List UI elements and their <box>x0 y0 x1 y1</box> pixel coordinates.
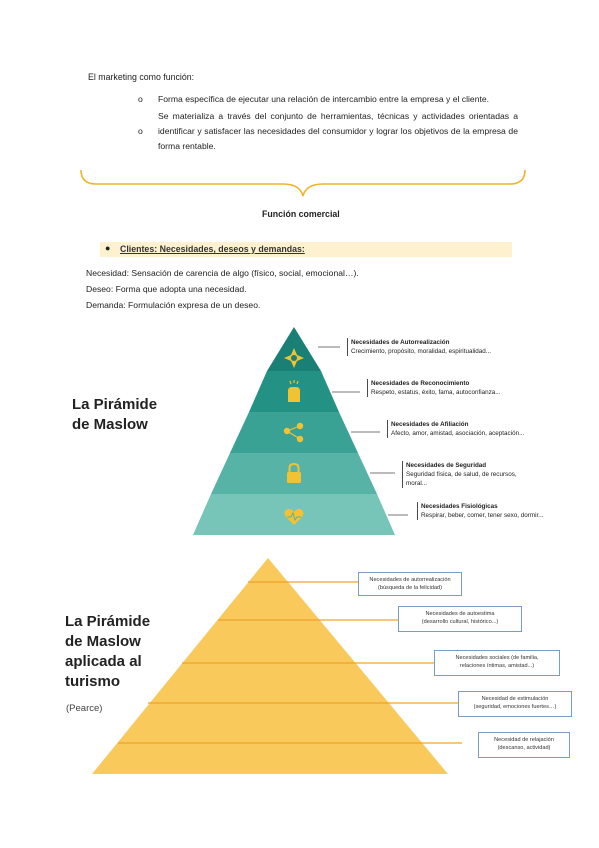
level-title: Necesidades de Seguridad <box>406 462 487 469</box>
brace-label: Función comercial <box>262 209 340 219</box>
tourism-title-line: turismo <box>65 673 121 690</box>
pyramid-level-3 <box>230 412 358 453</box>
tourism-level-box: Necesidades de autorrealización (búsqued… <box>358 572 462 596</box>
tourism-pyramid <box>92 558 462 774</box>
level-desc: Seguridad física, de salud, de recursos,… <box>406 471 517 487</box>
network-people-icon <box>283 422 304 443</box>
tourism-level-text: (desarrollo cultural, histórico...) <box>421 619 499 625</box>
star-compass-icon <box>284 348 304 368</box>
tourism-title-line: de Maslow <box>65 633 141 650</box>
level-label-self-actualization: Necesidades de Autorrealización Crecimie… <box>347 338 491 356</box>
tourism-level-text: Necesidades sociales (de familia, <box>455 655 539 661</box>
level-title: Necesidades de Afiliación <box>391 421 469 428</box>
level-label-physiological: Necesidades Fisiológicas Respirar, beber… <box>417 502 549 520</box>
maslow-title-line: de Maslow <box>72 416 148 433</box>
tourism-level-text: (descanso, actividad) <box>497 745 551 751</box>
definition-desire: Deseo: Forma que adopta una necesidad. <box>86 284 247 294</box>
tourism-level-text: (búsqueda de la felicidad) <box>377 585 443 591</box>
author-label: (Pearce) <box>66 703 103 714</box>
tourism-level-box: Necesidades sociales (de familia, relaci… <box>434 650 560 676</box>
level-title: Necesidades de Autorrealización <box>351 339 450 346</box>
tourism-pyramid-title: La Pirámide de Maslow aplicada al turism… <box>65 612 150 692</box>
level-desc: Afecto, amor, amistad, asociación, acept… <box>391 430 525 437</box>
tourism-level-text: relaciones íntimas, amistad...) <box>459 663 535 669</box>
tourism-level-text: Necesidades de autoestima <box>425 611 495 617</box>
bullet-marker: o <box>138 94 143 104</box>
tourism-level-text: Necesidades de autorrealización <box>369 577 451 583</box>
clients-heading-bar: ● Clientes: Necesidades, deseos y demand… <box>100 242 512 257</box>
maslow-title: La Pirámide de Maslow <box>72 395 157 435</box>
level-title: Necesidades Fisiológicas <box>421 503 498 510</box>
bullet-dot: ● <box>105 243 111 253</box>
tourism-level-box: Necesidad de estimulación (seguridad, em… <box>458 691 572 717</box>
definition-need: Necesidad: Sensación de carencia de algo… <box>86 268 359 278</box>
heart-pulse-icon <box>284 508 304 525</box>
level-label-security: Necesidades de Seguridad Seguridad físic… <box>402 461 536 488</box>
maslow-title-line: La Pirámide <box>72 396 158 413</box>
tourism-level-text: Necesidad de relajación <box>494 737 554 743</box>
tourism-title-line: La Pirámide <box>65 613 151 630</box>
level-desc: Respeto, estatus, éxito, fama, autoconfi… <box>371 389 501 396</box>
curly-brace <box>80 169 526 197</box>
padlock-icon <box>287 462 301 483</box>
tourism-title-line: aplicada al <box>65 653 142 670</box>
clapping-hands-icon <box>288 380 300 402</box>
level-title: Necesidades de Reconocimiento <box>371 380 470 387</box>
clients-heading: Clientes: Necesidades, deseos y demandas… <box>120 244 305 254</box>
bullet-list: o Forma específica de ejecutar una relac… <box>138 92 518 154</box>
bullet-item: Forma específica de ejecutar una relació… <box>158 94 490 104</box>
tourism-level-text: Necesidad de estimulación <box>481 696 549 702</box>
tourism-level-text: (seguridad, emociones fuertes…) <box>473 704 557 710</box>
intro-heading: El marketing como función: <box>88 72 195 82</box>
definition-demand: Demanda: Formulación expresa de un deseo… <box>86 300 261 310</box>
level-desc: Crecimiento, propósito, moralidad, espir… <box>351 348 491 355</box>
bullet-marker: o <box>138 126 143 136</box>
tourism-level-box: Necesidades de autoestima (desarrollo cu… <box>398 606 522 632</box>
level-desc: Respirar, beber, comer, tener sexo, dorm… <box>421 512 544 519</box>
level-label-affiliation: Necesidades de Afiliación Afecto, amor, … <box>387 420 526 438</box>
level-label-recognition: Necesidades de Reconocimiento Respeto, e… <box>367 379 511 397</box>
tourism-level-box: Necesidad de relajación (descanso, activ… <box>478 732 570 758</box>
bullet-item: Se materializa a través del conjunto de … <box>158 111 518 151</box>
maslow-pyramid <box>193 327 408 535</box>
